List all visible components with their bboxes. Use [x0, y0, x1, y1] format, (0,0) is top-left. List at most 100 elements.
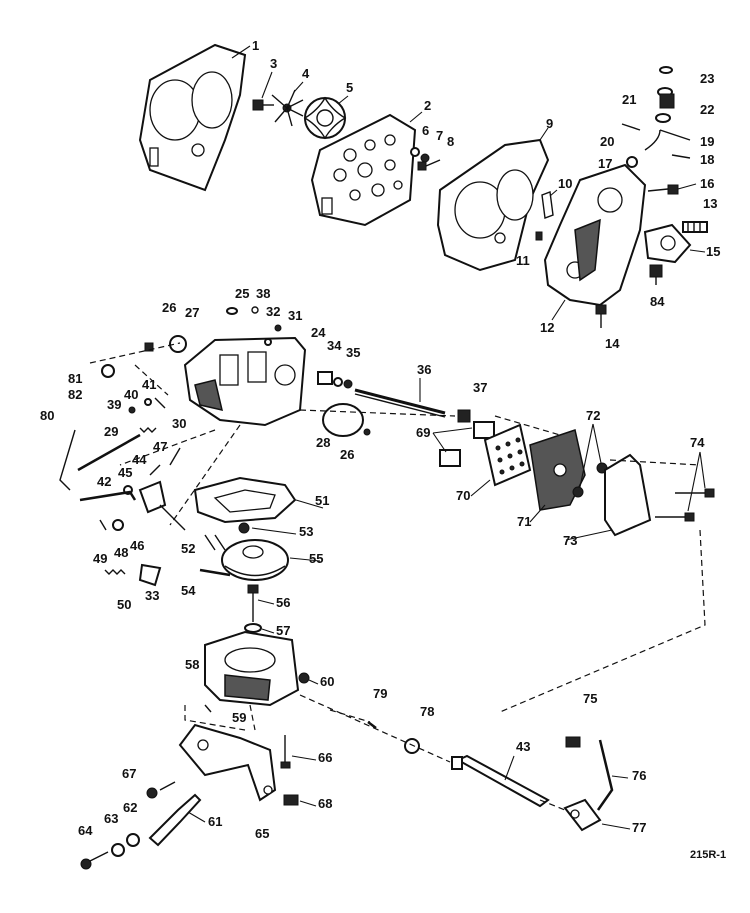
callout-70: 70: [456, 488, 470, 503]
pin-part-49: [99, 519, 107, 531]
callout-71: 71: [517, 514, 531, 529]
callout-59: 59: [232, 710, 246, 725]
screw-part-11: [535, 231, 543, 241]
callout-13: 13: [703, 196, 717, 211]
pin-part-54: [199, 568, 231, 577]
gasket-part-15: [643, 223, 692, 264]
callout-45: 45: [118, 465, 132, 480]
callout-68: 68: [318, 796, 332, 811]
part-32: [264, 338, 272, 346]
callout-75: 75: [583, 691, 597, 706]
pin-part-79: [367, 721, 377, 729]
choke-shaft-part-43: [451, 754, 550, 808]
washer-part-40: [144, 398, 152, 406]
callout-8: 8: [447, 134, 454, 149]
screen-part-70: [483, 423, 532, 487]
callout-82: 82: [68, 387, 82, 402]
ball-part-38: [251, 306, 259, 314]
callout-38: 38: [256, 286, 270, 301]
pin-part-44: [149, 464, 161, 476]
callout-32: 32: [266, 304, 280, 319]
callout-69: 69: [416, 425, 430, 440]
callout-62: 62: [123, 800, 137, 815]
bushing-part-69: [439, 421, 495, 467]
screw-part-50: [104, 569, 126, 575]
screw-part-8: [417, 159, 441, 171]
callout-15: 15: [706, 244, 720, 259]
washer-part-78: [404, 738, 420, 754]
clip-part-75: [565, 736, 581, 748]
callout-84: 84: [650, 294, 665, 309]
screw-part-56: [247, 584, 259, 622]
callout-57: 57: [276, 623, 290, 638]
callout-22: 22: [700, 102, 714, 117]
callout-64: 64: [78, 823, 93, 838]
screw-part-74: [655, 488, 715, 522]
screw-part-14: [595, 304, 607, 328]
fitting-part-13: [682, 221, 708, 233]
callout-74: 74: [690, 435, 705, 450]
gasket-part-1: [138, 43, 247, 192]
link-part-42: [79, 490, 137, 502]
callout-48: 48: [114, 545, 128, 560]
screw-part-26: [144, 342, 154, 352]
plug-part-60: [298, 672, 310, 684]
callout-61: 61: [208, 814, 222, 829]
callout-39: 39: [107, 397, 121, 412]
callout-78: 78: [420, 704, 434, 719]
callout-31: 31: [288, 308, 302, 323]
callout-42: 42: [97, 474, 111, 489]
callout-49: 49: [93, 551, 107, 566]
callout-7: 7: [436, 128, 443, 143]
callout-66: 66: [318, 750, 332, 765]
callout-26-top: 26: [162, 300, 176, 315]
link-part-29: [77, 433, 141, 472]
callout-37: 37: [473, 380, 487, 395]
spring-part-30: [139, 427, 157, 433]
callout-58: 58: [185, 657, 199, 672]
callout-81: 81: [68, 371, 82, 386]
callout-41: 41: [142, 377, 156, 392]
callout-11: 11: [516, 253, 530, 268]
callout-79: 79: [373, 686, 387, 701]
callout-21: 21: [622, 92, 636, 107]
throttle-shaft-part-36: [354, 388, 446, 418]
callout-30: 30: [172, 416, 186, 431]
callout-43: 43: [516, 739, 530, 754]
lever-part-77: [563, 798, 602, 832]
callout-47: 47: [153, 439, 167, 454]
fitting-part-19: [644, 129, 661, 151]
pin-part-18: [671, 154, 691, 159]
screw-part-67: [146, 781, 176, 799]
washer-part-57: [244, 623, 262, 633]
callout-65: 65: [255, 826, 269, 841]
callout-56: 56: [276, 595, 290, 610]
fitting-part-84: [649, 264, 663, 285]
callout-17: 17: [598, 156, 612, 171]
rod-part-76: [596, 739, 614, 811]
callout-29: 29: [104, 424, 118, 439]
callout-25: 25: [235, 286, 249, 301]
callout-2: 2: [424, 98, 431, 113]
nut-part-17: [626, 156, 638, 168]
drawing-number: 215R-1: [690, 849, 726, 861]
rotor-part-4: [271, 89, 304, 127]
bracket-part-10: [541, 191, 554, 219]
nut-part-37: [457, 409, 471, 423]
washer-part-23: [659, 66, 673, 74]
pin-part-59: [204, 704, 212, 713]
gasket-part-9: [436, 138, 550, 272]
leader-lines: [187, 378, 706, 830]
callout-34: 34: [327, 338, 342, 353]
callout-77: 77: [632, 820, 646, 835]
callout-4: 4: [302, 66, 310, 81]
callout-44: 44: [132, 452, 147, 467]
clip-part-68: [283, 794, 299, 806]
callout-67: 67: [122, 766, 136, 781]
lever-part-33: [138, 563, 162, 587]
washer-part-63: [111, 843, 125, 857]
washer-part-62: [126, 833, 140, 847]
lever-part-61: [148, 793, 202, 847]
